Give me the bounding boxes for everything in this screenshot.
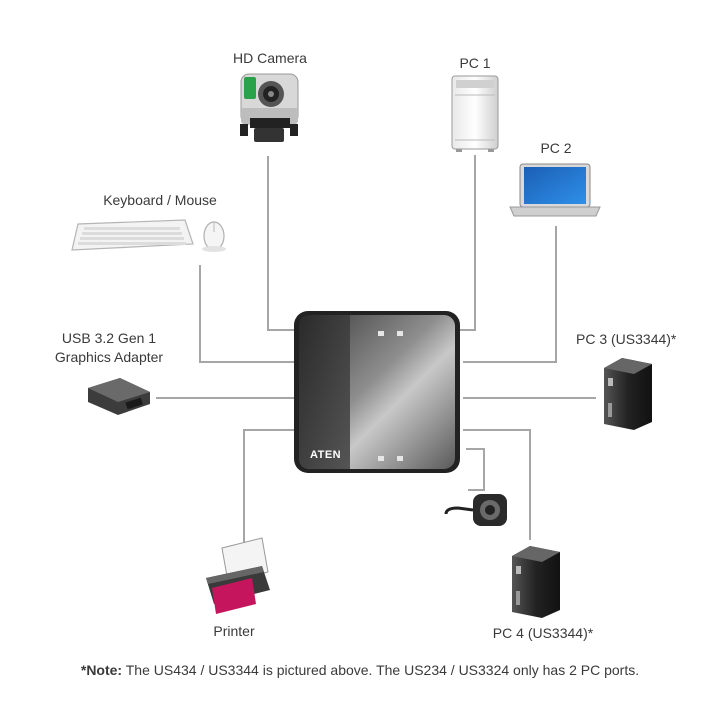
hd-camera-icon (240, 73, 299, 142)
remote-button-icon (444, 494, 507, 526)
label-usb-graphics-adapter: USB 3.2 Gen 1 Graphics Adapter (44, 329, 174, 367)
mini-tower-icon-pc3 (604, 358, 652, 430)
laptop-icon (509, 163, 601, 217)
aten-hub (294, 311, 460, 473)
tower-pc-icon (451, 75, 499, 152)
line-camera (267, 156, 296, 331)
footnote-text: The US434 / US3344 is pictured above. Th… (122, 662, 640, 678)
line-pc1 (460, 155, 476, 331)
graphics-adapter-icon (88, 378, 150, 415)
line-pc4 (463, 429, 531, 540)
footnote-prefix: *Note: (80, 662, 123, 678)
printer-icon (206, 537, 270, 614)
line-pc2 (463, 226, 557, 363)
line-printer (243, 429, 296, 548)
label-usb-adapter-line2: Graphics Adapter (54, 349, 164, 365)
footnote: *Note: The US434 / US3344 is pictured ab… (0, 662, 720, 678)
label-pc2: PC 2 (540, 140, 572, 156)
label-pc1: PC 1 (459, 55, 491, 71)
line-keyboard (199, 265, 296, 363)
line-remote (466, 448, 485, 491)
label-pc3: PC 3 (US3344)* (576, 331, 677, 347)
label-printer: Printer (213, 623, 255, 639)
mini-tower-icon-pc4 (512, 546, 560, 618)
mouse-icon (202, 221, 226, 252)
label-pc4: PC 4 (US3344)* (492, 625, 594, 641)
label-hd-camera: HD Camera (233, 50, 307, 66)
connection-lines (156, 155, 596, 548)
label-usb-adapter-line1: USB 3.2 Gen 1 (61, 330, 157, 346)
label-keyboard-mouse: Keyboard / Mouse (103, 192, 217, 208)
hub-brand-logo: ATEN (310, 449, 342, 461)
keyboard-icon (71, 219, 194, 251)
